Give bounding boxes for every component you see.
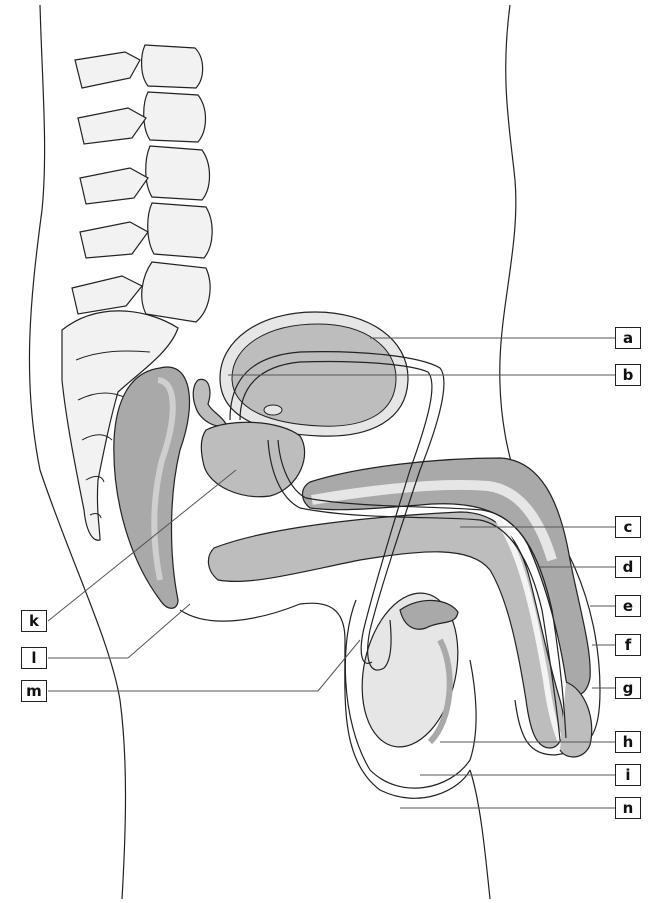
rectum bbox=[114, 367, 190, 608]
label-e: e bbox=[615, 595, 641, 617]
label-a: a bbox=[615, 327, 641, 349]
label-c: c bbox=[615, 516, 641, 538]
label-l: l bbox=[21, 647, 47, 669]
label-k: k bbox=[21, 610, 47, 632]
label-b: b bbox=[615, 364, 641, 386]
label-n: n bbox=[615, 797, 641, 819]
testis bbox=[349, 584, 471, 756]
label-h: h bbox=[615, 731, 641, 753]
label-d: d bbox=[615, 556, 641, 578]
urinary-bladder bbox=[220, 312, 408, 436]
label-g: g bbox=[615, 677, 641, 699]
label-m: m bbox=[21, 680, 47, 702]
label-i: i bbox=[615, 764, 641, 786]
label-f: f bbox=[615, 634, 641, 656]
